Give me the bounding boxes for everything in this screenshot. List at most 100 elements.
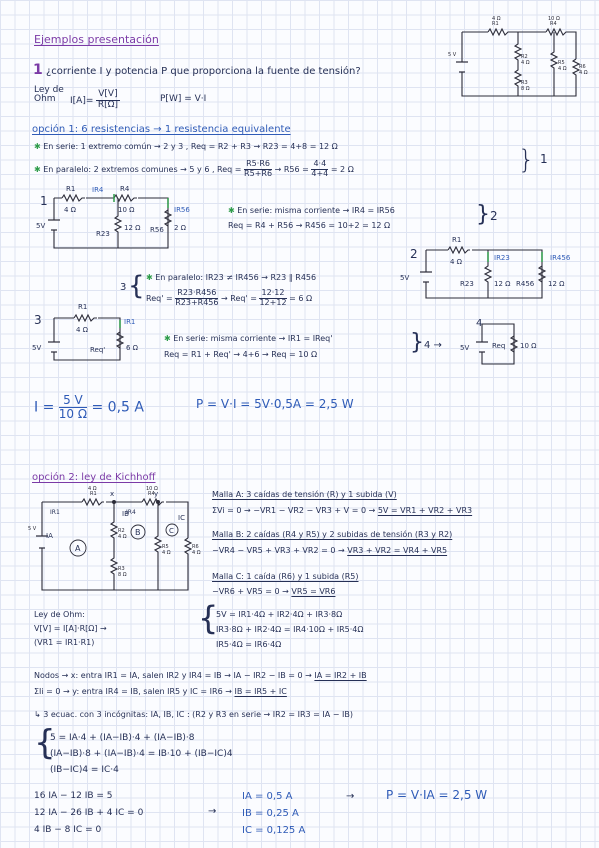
ohm-formula: I[A]= V[V]R[Ω] (70, 89, 120, 110)
svg-text:2 Ω: 2 Ω (174, 224, 187, 232)
svg-text:IR1: IR1 (50, 509, 60, 516)
brace-icon: { (128, 271, 145, 301)
problem-number: 1 (33, 62, 43, 78)
parallel-step-3-a: ✱ En paralelo: IR23 ≠ IR456 → R23 ∥ R456 (146, 273, 317, 282)
svg-text:8 Ω: 8 Ω (118, 572, 127, 578)
svg-text:R2: R2 (521, 54, 528, 60)
linear-eq-1: 16 IA − 12 IB = 5 (34, 791, 113, 801)
mesh-a-title: Malla A: 3 caídas de tensión (R) y 1 sub… (212, 490, 397, 499)
mesh-a-equation: ΣVi = 0 → −VR1 − VR2 − VR3 + V = 0 → 5V … (212, 506, 473, 515)
parallel-step-line: ✱ En paralelo: 2 extremos comunes → 5 y … (34, 159, 354, 178)
svg-text:x: x (110, 490, 114, 498)
svg-text:12 Ω: 12 Ω (548, 280, 565, 288)
svg-text:IC: IC (178, 514, 185, 522)
svg-text:IR4: IR4 (92, 186, 104, 194)
resistor-r1 (487, 27, 510, 37)
step-label-4: 4 (476, 318, 483, 329)
linear-eq-3: 4 IB − 8 IC = 0 (34, 825, 102, 835)
brace-icon: } (476, 202, 490, 227)
resistor-r56 (163, 209, 173, 227)
ohm-law-example: (VR1 = IR1·R1) (34, 638, 95, 647)
bullet-icon: ✱ (146, 273, 153, 282)
circuit-step-3: 5V R1 4 Ω IR1 Req' 6 Ω (32, 303, 139, 361)
svg-text:A: A (75, 544, 81, 553)
resistor-r1 (447, 245, 470, 255)
series-step-4-a: ✱ En serie: misma corriente → IR1 = IReq… (164, 334, 333, 343)
page-title: Ejemplos presentación (34, 33, 159, 46)
svg-text:IB: IB (122, 510, 129, 518)
resistor-r23 (113, 198, 123, 248)
resistor-r6 (571, 58, 581, 84)
mesh-b-icon (130, 524, 146, 540)
svg-text:Req: Req (492, 342, 505, 350)
ohm-law-formula: V[V] = I[A]·R[Ω] → (34, 624, 107, 633)
system-eq-1: 5V = IR1·4Ω + IR2·4Ω + IR3·8Ω (216, 610, 343, 619)
svg-text:R1: R1 (452, 236, 461, 244)
circuit-step-2: 5V R1 4 Ω IR23 IR456 R23 12 Ω R456 12 Ω (400, 236, 571, 299)
svg-text:10 Ω: 10 Ω (118, 206, 135, 214)
svg-text:R6: R6 (579, 64, 586, 70)
step-label-1: 1 (40, 194, 48, 208)
arrow-icon: → (346, 791, 355, 802)
brace-icon: } (410, 330, 424, 355)
svg-text:12 Ω: 12 Ω (124, 224, 141, 232)
resistor-r4 (141, 497, 164, 507)
svg-text:10 Ω: 10 Ω (548, 16, 560, 22)
node-y-equation: ΣIi = 0 → y: entra IR4 = IB, salen IR5 y… (34, 687, 287, 696)
svg-text:R3: R3 (118, 566, 125, 572)
svg-text:4 Ω: 4 Ω (558, 66, 567, 72)
bullet-icon: ✱ (34, 164, 41, 174)
svg-text:5V: 5V (32, 344, 41, 352)
bullet-icon: ✱ (34, 142, 41, 151)
ohm-law-label: Ley de Ohm (34, 85, 64, 105)
svg-text:IR4: IR4 (126, 509, 136, 516)
svg-text:10 Ω: 10 Ω (520, 342, 537, 350)
svg-text:R1: R1 (78, 303, 87, 311)
svg-text:R1: R1 (66, 185, 75, 193)
brace-label-4: 4 → (424, 340, 442, 351)
arrow-icon: → (208, 806, 217, 817)
svg-text:R5: R5 (162, 544, 169, 550)
resistor-r2-r3 (513, 32, 523, 96)
svg-text:R56: R56 (150, 226, 164, 234)
mesh-b-equation: −VR4 − VR5 + VR3 + VR2 = 0 → VR3 + VR2 =… (212, 546, 448, 555)
equations-summary: ↳ 3 ecuac. con 3 incógnitas: IA, IB, IC … (34, 710, 353, 719)
step-label-2: 2 (410, 247, 418, 261)
option1-heading: opción 1: 6 resistencias → 1 resistencia… (32, 124, 291, 135)
series-step-2-b: Req = R4 + R56 → R456 = 10+2 = 12 Ω (228, 221, 391, 230)
svg-text:IR456: IR456 (550, 254, 571, 262)
resistor-r456 (537, 265, 547, 283)
solution-ia: IA = 0,5 A (242, 791, 293, 802)
circuit-step-1: 5V R1 4 Ω IR4 R4 10 Ω R23 12 Ω R56 2 Ω I… (36, 185, 190, 249)
resistor-r4 (113, 193, 137, 203)
svg-text:R456: R456 (516, 280, 535, 288)
svg-text:5 V: 5 V (28, 526, 37, 532)
brace-label-2: 2 (490, 209, 498, 223)
svg-text:10 Ω: 10 Ω (146, 486, 158, 492)
svg-text:C: C (169, 527, 174, 535)
svg-text:8 Ω: 8 Ω (521, 86, 530, 92)
svg-text:R6: R6 (192, 544, 199, 550)
svg-text:5V: 5V (36, 222, 45, 230)
unknowns-eq-2: (IA−IB)·8 + (IA−IB)·4 = IB·10 + (IB−IC)4 (50, 749, 233, 759)
svg-text:4 Ω: 4 Ω (450, 258, 463, 266)
svg-text:R4: R4 (550, 21, 557, 27)
svg-text:4 Ω: 4 Ω (162, 550, 171, 556)
unknowns-eq-1: 5 = IA·4 + (IA−IB)·4 + (IA−IB)·8 (50, 733, 195, 743)
svg-text:12 Ω: 12 Ω (494, 280, 511, 288)
circuit-step-4: 5V Req 10 Ω (460, 323, 537, 365)
svg-text:R2: R2 (118, 528, 125, 534)
series-step-4-b: Req = R1 + Req' → 4+6 → Req = 10 Ω (164, 350, 318, 359)
svg-text:R3: R3 (521, 80, 528, 86)
svg-text:5 V: 5 V (448, 52, 457, 58)
series-step-2-a: ✱ En serie: misma corriente → IR4 = IR56 (228, 206, 395, 215)
svg-text:IR23: IR23 (494, 254, 510, 262)
svg-text:5V: 5V (460, 344, 469, 352)
solution-ic: IC = 0,125 A (242, 825, 306, 836)
mesh-c-equation: −VR6 + VR5 = 0 → VR5 = VR6 (212, 587, 336, 596)
resistor-r5 (549, 32, 559, 96)
step3-brace-label: 3 (120, 282, 127, 293)
svg-text:4 Ω: 4 Ω (192, 550, 201, 556)
svg-text:R5: R5 (558, 60, 565, 66)
svg-text:y: y (154, 490, 158, 498)
